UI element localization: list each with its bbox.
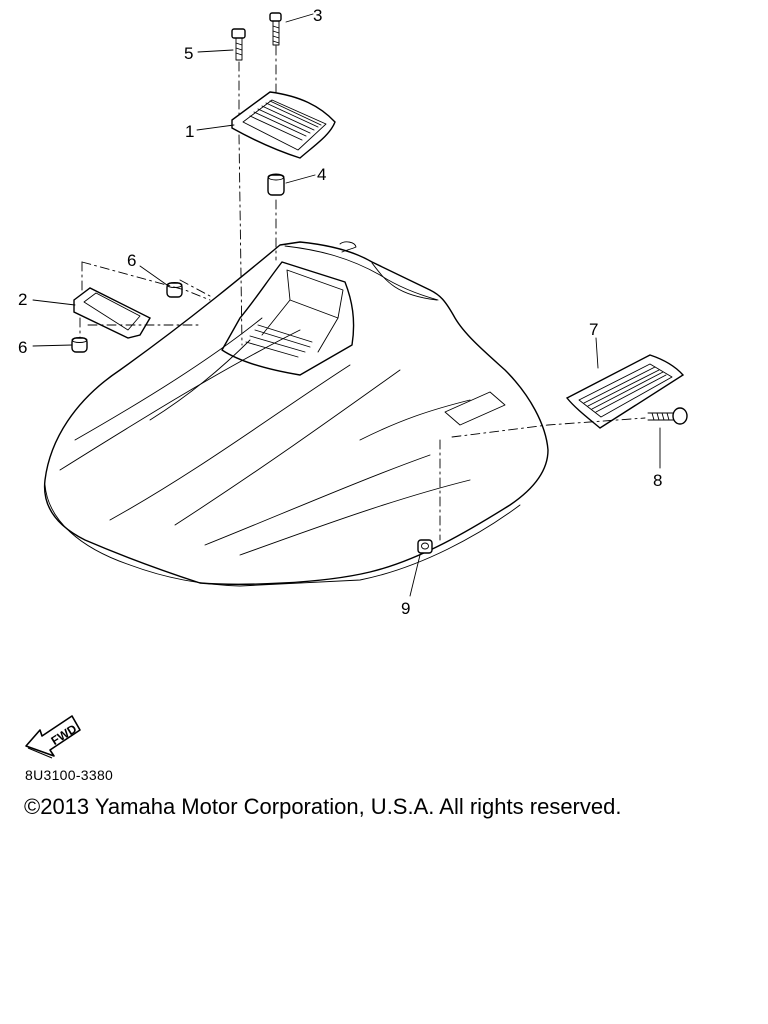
- diagram-code: 8U3100-3380: [25, 767, 114, 783]
- part-1-top-vent-cover: [231, 91, 336, 159]
- part-7-side-vent-grille: [565, 354, 685, 429]
- callout-5: 5: [184, 44, 193, 63]
- callout-1: 1: [185, 122, 194, 141]
- callout-8: 8: [653, 471, 662, 490]
- callout-2: 2: [18, 290, 27, 309]
- assembly-lines: [79, 45, 646, 541]
- callout-6-upper: 6: [127, 251, 136, 270]
- part-3-bolt: [269, 12, 282, 46]
- callout-6-lower: 6: [18, 338, 27, 357]
- part-6-grommet-upper: [166, 282, 183, 298]
- callout-4: 4: [317, 165, 326, 184]
- exploded-parts-diagram: 3 5 1 4 6 2 6 7 8 9: [18, 6, 688, 618]
- part-5-bolt: [231, 28, 246, 61]
- part-4-spacer: [267, 173, 285, 196]
- callout-7: 7: [589, 320, 598, 339]
- copyright-notice: ©2013 Yamaha Motor Corporation, U.S.A. A…: [24, 794, 622, 819]
- engine-hood: [43, 241, 549, 587]
- part-9-nut: [417, 539, 433, 554]
- part-6-grommet-lower: [71, 337, 88, 353]
- part-8-bolt: [647, 407, 688, 425]
- part-2-plate: [73, 287, 151, 339]
- leader-lines: [32, 13, 661, 597]
- forward-arrow: FWD: [18, 708, 90, 760]
- callout-9: 9: [401, 599, 410, 618]
- callout-3: 3: [313, 6, 322, 25]
